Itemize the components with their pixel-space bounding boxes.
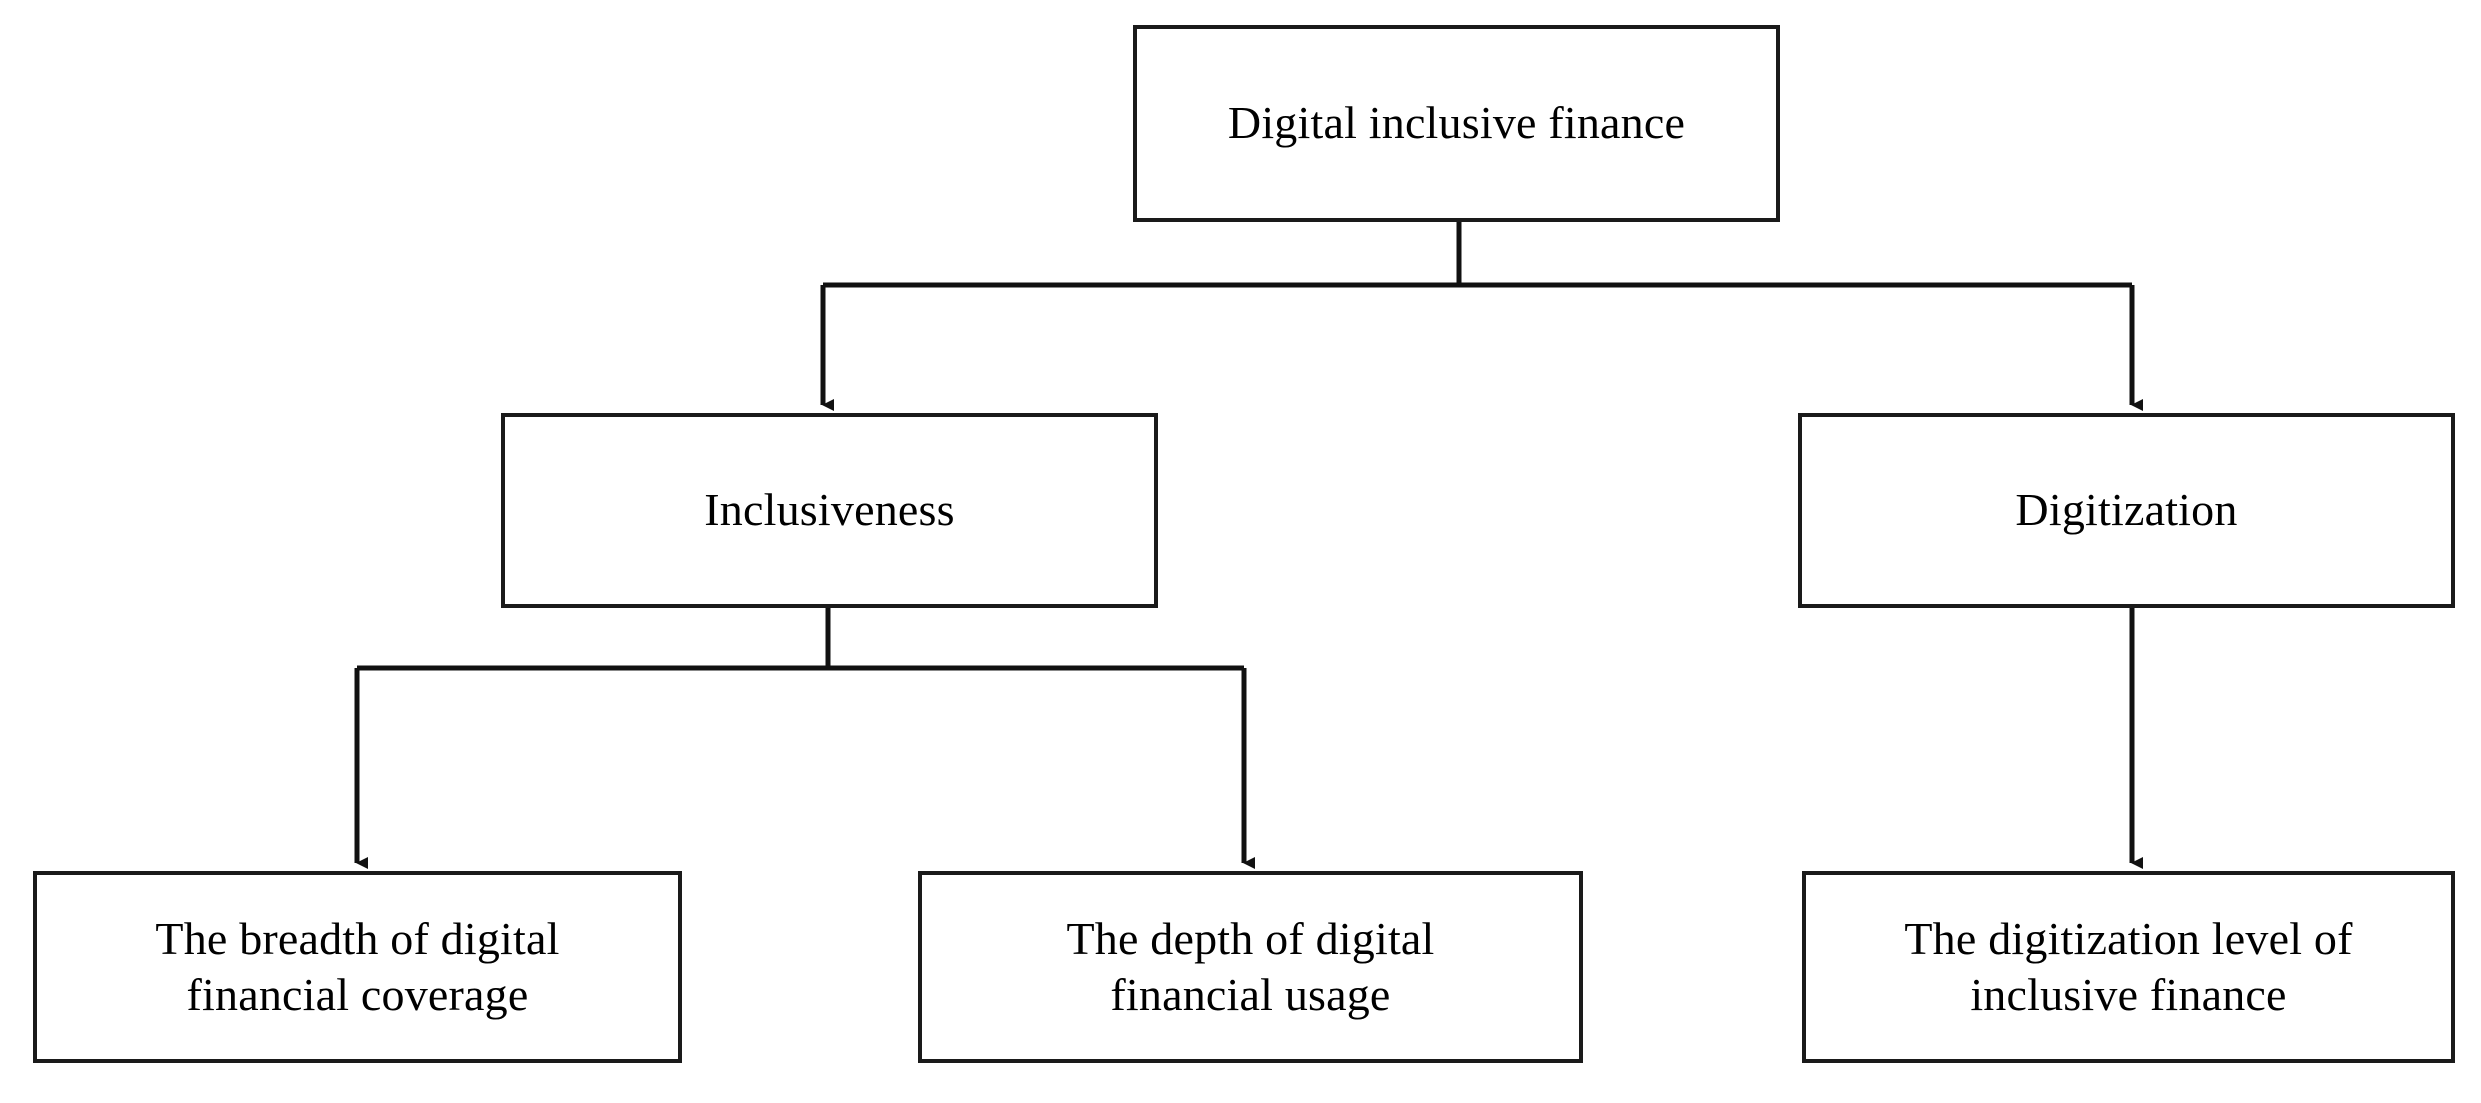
node-label-breadth: The breadth of digital financial coverag… xyxy=(155,912,560,1020)
node-label-root: Digital inclusive finance xyxy=(1227,97,1686,149)
node-label-inclusiveness: Inclusiveness xyxy=(704,484,955,536)
node-label-depth: The depth of digital financial usage xyxy=(1066,912,1435,1020)
node-breadth-of-digital-financial-coverage: The breadth of digital financial coverag… xyxy=(33,871,682,1063)
node-depth-of-digital-financial-usage: The depth of digital financial usage xyxy=(918,871,1583,1063)
node-digitization: Digitization xyxy=(1798,413,2455,608)
node-inclusiveness: Inclusiveness xyxy=(501,413,1158,608)
node-digital-inclusive-finance: Digital inclusive finance xyxy=(1133,25,1780,222)
node-label-level: The digitization level of inclusive fina… xyxy=(1904,912,2353,1020)
node-digitization-level-of-inclusive-finance: The digitization level of inclusive fina… xyxy=(1802,871,2455,1063)
node-label-digitization: Digitization xyxy=(2015,484,2238,536)
